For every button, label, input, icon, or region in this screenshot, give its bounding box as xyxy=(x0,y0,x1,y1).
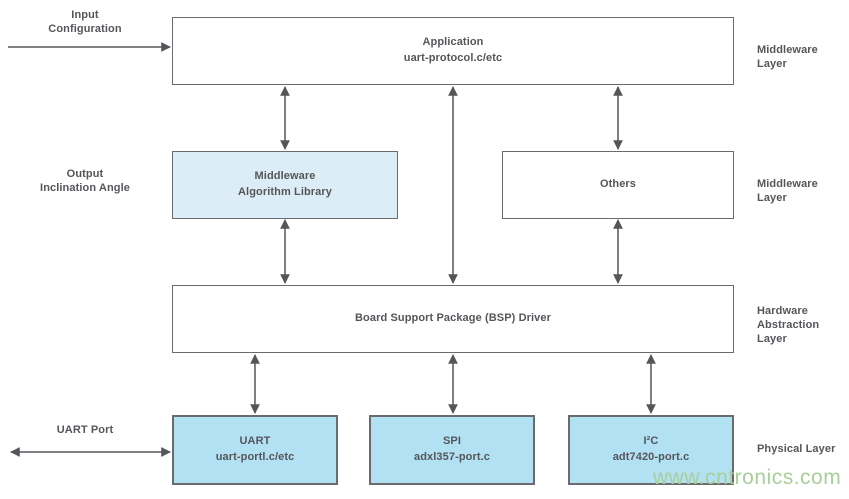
block-title: Board Support Package (BSP) Driver xyxy=(355,312,551,325)
label-line: Abstraction Layer xyxy=(757,318,820,345)
watermark: www.cntronics.com xyxy=(653,466,842,489)
layer-label-middleware-mid: Middleware Layer xyxy=(757,178,849,206)
label-line: Configuration xyxy=(48,22,122,35)
block-title: UART xyxy=(239,435,271,448)
layer-label-middleware-top: Middleware Layer xyxy=(757,44,849,72)
label-uart-port: UART Port xyxy=(20,424,150,438)
block-application: Application uart-protocol.c/etc xyxy=(172,17,734,85)
block-bsp-driver: Board Support Package (BSP) Driver xyxy=(172,285,734,353)
block-i2c: I²C adt7420-port.c xyxy=(568,415,734,485)
label-line: Middleware Layer xyxy=(757,44,818,70)
label-output-inclination-angle: Output Inclination Angle xyxy=(20,168,150,196)
label-line: Output xyxy=(66,168,104,180)
block-subtitle: adt7420-port.c xyxy=(612,451,690,463)
label-line: Input xyxy=(71,9,99,21)
block-title: Application xyxy=(422,36,484,49)
block-subtitle: uart-portl.c/etc xyxy=(215,451,295,463)
block-title: I²C xyxy=(643,435,659,448)
block-title: Middleware xyxy=(254,170,316,183)
label-line: Hardware xyxy=(757,305,808,317)
block-middleware-algorithm-library: Middleware Algorithm Library xyxy=(172,151,398,219)
block-title: Algorithm Library xyxy=(238,186,332,198)
label-line: Middleware Layer xyxy=(757,178,818,204)
block-title: Others xyxy=(599,178,637,191)
label-line: Inclination Angle xyxy=(40,181,130,194)
block-title: SPI xyxy=(442,435,462,448)
block-others: Others xyxy=(502,151,734,219)
block-subtitle: adxl357-port.c xyxy=(414,451,490,463)
layer-label-hardware-abstraction: Hardware Abstraction Layer xyxy=(757,305,849,346)
layer-label-physical: Physical Layer xyxy=(757,443,849,457)
block-subtitle: uart-protocol.c/etc xyxy=(403,52,503,64)
label-input-configuration: Input Configuration xyxy=(20,9,150,37)
label-line: UART Port xyxy=(56,424,114,436)
label-line: Physical Layer xyxy=(757,443,836,455)
block-uart: UART uart-portl.c/etc xyxy=(172,415,338,485)
block-spi: SPI adxl357-port.c xyxy=(369,415,535,485)
